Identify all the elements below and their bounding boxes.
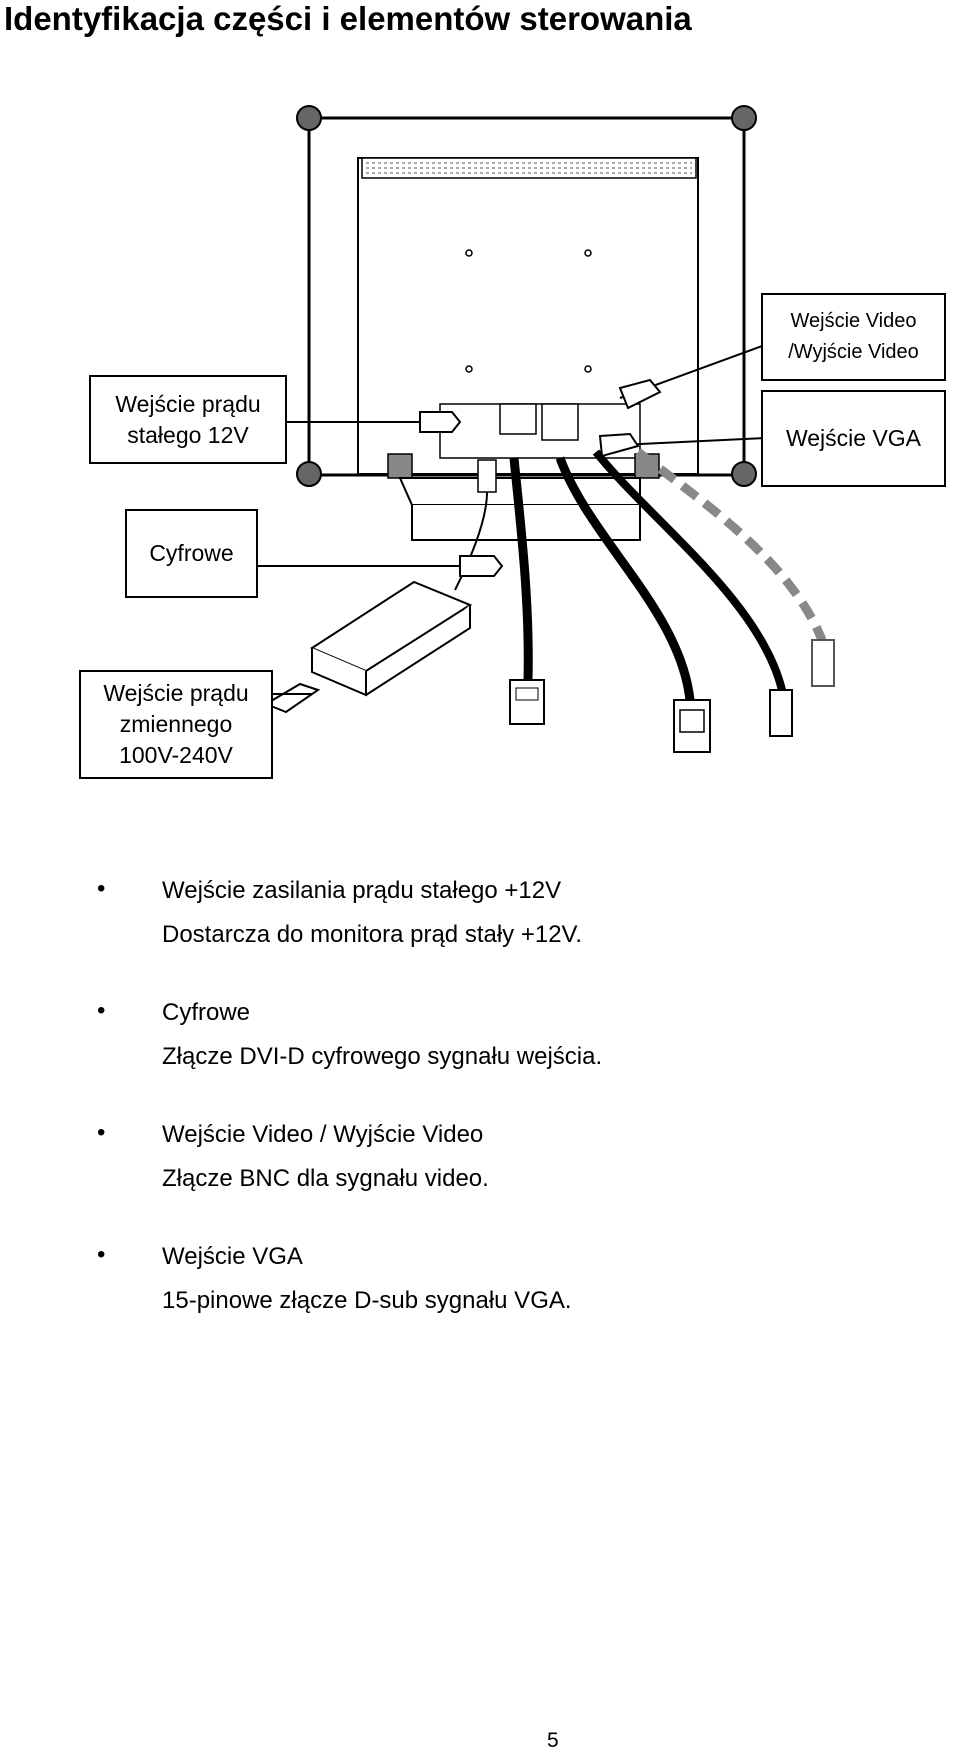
item-heading-digital: Cyfrowe	[162, 999, 251, 1026]
screw-top-left	[296, 105, 322, 131]
screw-top-right	[731, 105, 757, 131]
bullet-2: •	[97, 997, 106, 1024]
bnc-plug	[769, 689, 793, 737]
page-number: 5	[547, 1729, 559, 1752]
item-description-digital: Złącze DVI-D cyfrowego sygnału wejścia.	[162, 1043, 603, 1070]
label-dc-input: Wejście prądu stałego 12V	[89, 375, 287, 464]
item-heading-dc: Wejście zasilania prądu stałego +12V	[162, 877, 562, 904]
item-description-video: Złącze BNC dla sygnału video.	[162, 1165, 489, 1192]
item-heading-vga: Wejście VGA	[162, 1243, 303, 1270]
bnc-plug-out	[811, 639, 835, 687]
item-description-vga: 15-pinowe złącze D-sub sygnału VGA.	[162, 1287, 572, 1314]
item-heading-video: Wejście Video / Wyjście Video	[162, 1121, 484, 1148]
hand-pointer-dc-icon	[419, 411, 462, 433]
label-digital: Cyfrowe	[125, 509, 258, 598]
screw-bottom-right	[731, 461, 757, 487]
hand-pointer-video-icon	[618, 378, 662, 410]
dvi-plug	[509, 679, 545, 725]
bullet-4: •	[97, 1241, 106, 1268]
hand-pointer-digital-icon	[459, 555, 504, 577]
item-description-dc: Dostarcza do monitora prąd stały +12V.	[162, 921, 583, 948]
bullet-3: •	[97, 1119, 106, 1146]
label-vga: Wejście VGA	[761, 390, 946, 487]
bullet-1: •	[97, 875, 106, 902]
hand-pointer-vga-icon	[598, 432, 640, 458]
ac-plug	[263, 682, 321, 714]
label-ac-input: Wejście prądu zmiennego 100V-240V	[79, 670, 273, 779]
page-title: Identyfikacja części i elementów sterowa…	[4, 0, 692, 37]
label-video: Wejście Video /Wyjście Video	[761, 293, 946, 381]
monitor-rear-diagram	[258, 105, 835, 753]
screw-bottom-left	[296, 461, 322, 487]
